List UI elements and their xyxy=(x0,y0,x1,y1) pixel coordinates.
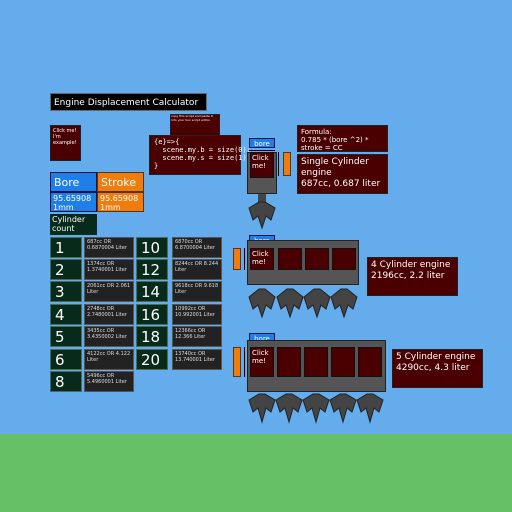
stroke-arrow-5cyl xyxy=(244,347,245,377)
cylinder-info-3: 2061cc OR 2.061 Liter xyxy=(84,281,134,302)
stroke-label: Stroke xyxy=(97,172,144,192)
cylinder-4cyl-1[interactable]: Click me! xyxy=(250,248,274,270)
stroke-arrow-4cyl xyxy=(244,248,245,270)
cylinder-5cyl-4 xyxy=(331,347,355,377)
cylinder-info-2: 1374cc OR 1.3740001 Liter xyxy=(84,259,134,280)
single-cylinder-result: Single Cylinder engine 687cc, 0.687 lite… xyxy=(297,154,388,194)
cylinder-button-16[interactable]: 16 xyxy=(136,304,168,325)
cylinder-info-6: 4122cc OR 4.122 Liter xyxy=(84,349,134,370)
cylinder-info-5: 3435cc OR 3.4350002 Liter xyxy=(84,326,134,347)
crank-icon-4cyl xyxy=(248,288,358,319)
cylinder-single[interactable]: Click me! xyxy=(250,152,274,178)
ground xyxy=(0,434,512,512)
4-cylinder-result: 4 Cylinder engine 2196cc, 2.2 liter xyxy=(367,257,458,296)
cylinder-info-18: 12366cc OR 12.366 Liter xyxy=(172,326,222,347)
script-code-text: {e}=>{ scene.my.b = size(0); scene.my.s … xyxy=(154,138,251,170)
stroke-value[interactable]: 95.65908 1mm xyxy=(97,192,144,212)
bore-arrow-single xyxy=(249,150,275,151)
cylinder-button-5[interactable]: 5 xyxy=(50,326,82,347)
cylinder-button-1[interactable]: 1 xyxy=(50,237,82,258)
cylinder-info-20: 13740cc OR 13.740001 Liter xyxy=(172,349,222,370)
page-title: Engine Displacement Calculator xyxy=(50,93,207,111)
bore-value[interactable]: 95.65908 1mm xyxy=(50,192,97,212)
cylinder-button-8[interactable]: 8 xyxy=(50,371,82,392)
cylinder-button-14[interactable]: 14 xyxy=(136,281,168,302)
cylinder-button-4[interactable]: 4 xyxy=(50,304,82,325)
example-note[interactable]: Click me! I'm example! xyxy=(50,125,81,161)
cylinder-5cyl-1[interactable]: Click me! xyxy=(250,347,274,377)
bore-label: Bore xyxy=(50,172,97,192)
cylinder-4cyl-2 xyxy=(278,248,302,270)
cylinder-4cyl-4 xyxy=(332,248,356,270)
cylinder-info-16: 10992cc OR 10.992001 Liter xyxy=(172,304,222,325)
cylinder-button-10[interactable]: 10 xyxy=(136,237,168,258)
cylinder-info-4: 2748cc OR 2.7480001 Liter xyxy=(84,304,134,325)
crank-icon-5cyl xyxy=(248,393,384,424)
formula-box: Formula: 0.785 * (bore ^2) * stroke = CC xyxy=(297,125,388,152)
bore-tag-single: bore xyxy=(249,138,275,148)
cylinder-5cyl-5 xyxy=(358,347,382,377)
crank-icon-single xyxy=(248,194,276,230)
cylinder-info-10: 6870cc OR 6.8700004 Liter xyxy=(172,237,222,258)
cylinder-button-2[interactable]: 2 xyxy=(50,259,82,280)
stroke-tag-4cyl xyxy=(233,248,241,270)
cylinder-4cyl-3 xyxy=(305,248,329,270)
cylinder-count-label: Cylinder count xyxy=(50,214,97,235)
cylinder-info-8: 5496cc OR 5.4960001 Liter xyxy=(84,371,134,392)
5-cylinder-result: 5 Cylinder engine 4290cc, 4.3 liter xyxy=(392,349,483,388)
cylinder-5cyl-2 xyxy=(277,347,301,377)
stroke-arrow-single xyxy=(278,152,279,176)
cylinder-button-18[interactable]: 18 xyxy=(136,326,168,347)
cylinder-info-1: 687cc OR 0.6870004 Liter xyxy=(84,237,134,258)
cylinder-info-12: 8244cc OR 8.244 Liter xyxy=(172,259,222,280)
cylinder-button-20[interactable]: 20 xyxy=(136,349,168,370)
stroke-tag-single xyxy=(283,152,291,176)
script-hint: copy this script and paste it into your … xyxy=(170,114,220,136)
cylinder-button-6[interactable]: 6 xyxy=(50,349,82,370)
cylinder-button-3[interactable]: 3 xyxy=(50,281,82,302)
cylinder-button-12[interactable]: 12 xyxy=(136,259,168,280)
stroke-tag-5cyl xyxy=(233,347,241,377)
script-code: {e}=>{ scene.my.b = size(0); scene.my.s … xyxy=(149,135,251,175)
cylinder-info-14: 9618cc OR 9.618 Liter xyxy=(172,281,222,302)
cylinder-5cyl-3 xyxy=(304,347,328,377)
